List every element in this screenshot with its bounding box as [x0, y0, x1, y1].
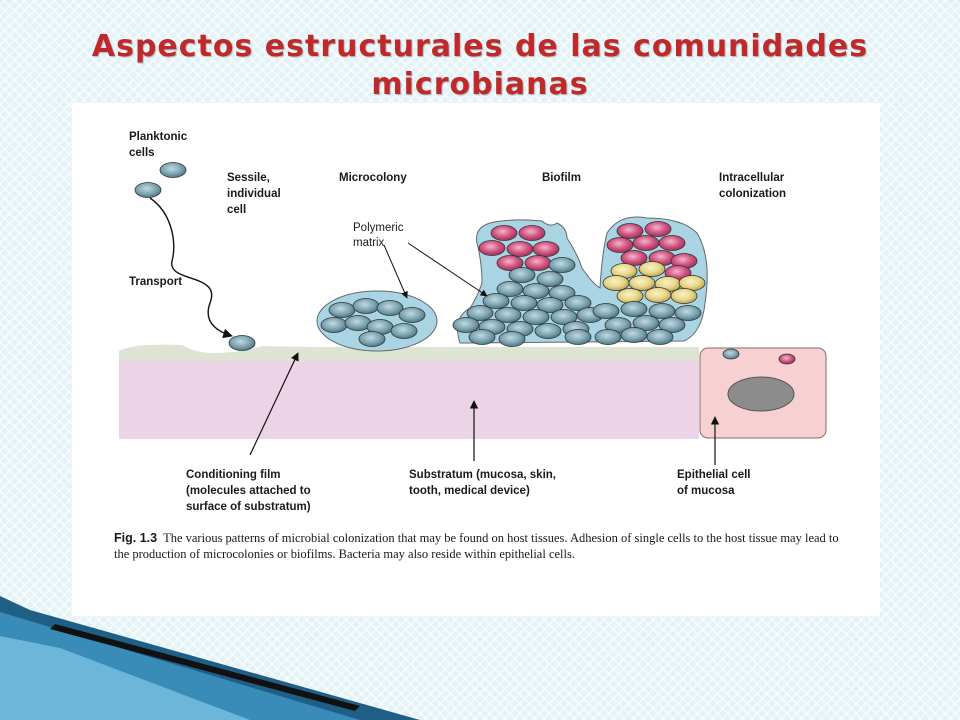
label-sessile-3: cell: [227, 204, 246, 216]
biofilm-cell: [638, 261, 666, 277]
biofilm-cell: [522, 309, 550, 325]
biofilm-cell: [646, 329, 674, 345]
biofilm-cell: [518, 225, 546, 241]
slide-title-line-2: microbianas: [371, 67, 589, 102]
label-polymeric-2: matrix: [353, 237, 385, 249]
biofilm-cell: [616, 223, 644, 239]
biofilm-cell: [482, 293, 510, 309]
biofilm-cell: [478, 240, 506, 256]
microcolony-cell: [358, 331, 386, 347]
corner-decoration: [0, 596, 420, 720]
polymeric-matrix-arrow-1: [383, 244, 408, 299]
biofilm-cell: [548, 285, 576, 301]
slide-title: Aspectos estructurales de las comunidade…: [60, 28, 900, 104]
biofilm-cell: [592, 303, 620, 319]
substratum-layer: [119, 361, 699, 439]
biofilm-cell: [496, 255, 524, 271]
biofilm-cell: [506, 241, 534, 257]
caption-text: The various patterns of microbial coloni…: [114, 531, 839, 561]
biofilm-cell: [466, 305, 494, 321]
label-transport: Transport: [129, 276, 182, 288]
label-epithelial-2: of mucosa: [677, 485, 735, 497]
biofilm-cell: [536, 271, 564, 287]
slide-title-line-1: Aspectos estructurales de las comunidade…: [91, 29, 869, 64]
label-epithelial-1: Epithelial cell: [677, 469, 751, 481]
biofilm-cell: [564, 329, 592, 345]
microcolony-cell: [390, 323, 418, 339]
biofilm-cell: [620, 327, 648, 343]
conditioning-film: [119, 344, 699, 361]
biofilm-cell: [658, 235, 686, 251]
label-sessile-2: individual: [227, 188, 281, 200]
biofilm-cell: [616, 288, 644, 304]
polymeric-matrix-arrow-2: [407, 242, 488, 297]
biofilm-cell: [658, 317, 686, 333]
label-planktonic-1: Planktonic: [129, 131, 188, 143]
biofilm-cell: [490, 225, 518, 241]
label-conditioning-1: Conditioning film: [186, 469, 281, 481]
bacteria-cells: [134, 162, 796, 365]
label-intracellular-1: Intracellular: [719, 172, 785, 184]
planktonic-cell: [159, 162, 187, 178]
figure-panel: Planktonic cells Sessile, individual cel…: [72, 103, 880, 616]
conditioning-film-arrow: [249, 352, 299, 456]
colonization-diagram: Planktonic cells Sessile, individual cel…: [119, 131, 827, 513]
label-conditioning-2: (molecules attached to: [186, 485, 311, 497]
label-substratum-1: Substratum (mucosa, skin,: [409, 469, 556, 481]
biofilm-cell: [632, 235, 660, 251]
biofilm-cell: [620, 301, 648, 317]
biofilm-cell: [536, 297, 564, 313]
biofilm-cell: [494, 307, 522, 323]
corner-band-light: [0, 636, 250, 720]
label-biofilm: Biofilm: [542, 172, 581, 184]
biofilm-cell: [594, 329, 622, 345]
label-conditioning-3: surface of substratum): [186, 501, 311, 513]
label-microcolony: Microcolony: [339, 172, 407, 184]
microcolony-cell: [398, 307, 426, 323]
microcolony-cell: [320, 317, 348, 333]
biofilm-cell: [602, 275, 630, 291]
microcolony-cell: [328, 302, 356, 318]
transport-arrow: [149, 197, 233, 339]
microcolony-cell: [352, 298, 380, 314]
biofilm-cell: [644, 221, 672, 237]
corner-black-streak: [50, 624, 360, 711]
biofilm-cell: [620, 250, 648, 266]
epithelial-nucleus: [727, 376, 795, 412]
biofilm-cell: [674, 305, 702, 321]
biofilm-cell: [670, 288, 698, 304]
biofilm-cell: [532, 241, 560, 257]
biofilm-cell: [548, 257, 576, 273]
biofilm-cell: [564, 295, 592, 311]
biofilm-cell: [606, 237, 634, 253]
biofilm-cell: [468, 329, 496, 345]
intracellular-cell: [722, 348, 740, 360]
intracellular-cell: [778, 353, 796, 365]
caption-label: Fig. 1.3: [114, 531, 158, 545]
biofilm-cell: [508, 267, 536, 283]
label-polymeric-1: Polymeric: [353, 222, 404, 234]
label-planktonic-2: cells: [129, 147, 155, 159]
planktonic-cell: [134, 182, 162, 198]
biofilm-cell: [498, 331, 526, 347]
label-sessile-1: Sessile,: [227, 172, 270, 184]
biofilm-cell: [534, 323, 562, 339]
label-substratum-2: tooth, medical device): [409, 485, 530, 497]
microcolony-cell: [376, 300, 404, 316]
sessile-cell: [228, 335, 256, 351]
biofilm-cell: [644, 287, 672, 303]
label-intracellular-2: colonization: [719, 188, 786, 200]
